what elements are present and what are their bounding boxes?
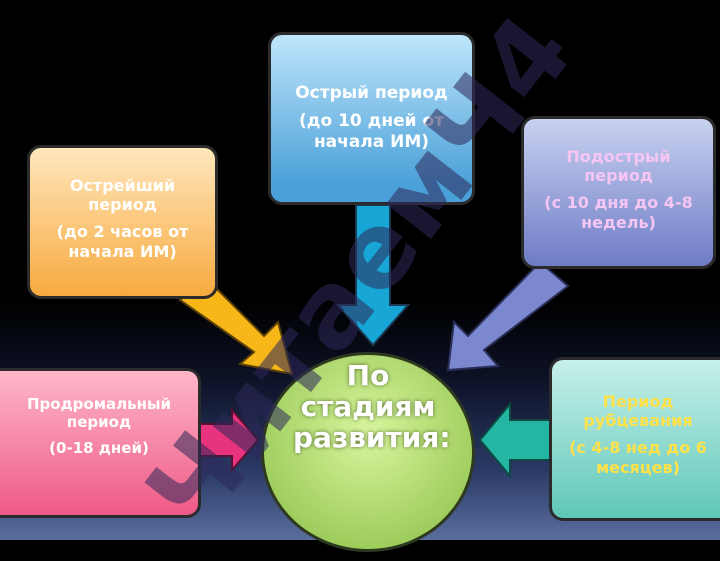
- stage-subacute-box: Подострый период (с 10 дня до 4-8 недель…: [521, 116, 716, 269]
- stage-subacute-subtitle: (с 10 дня до 4-8 недель): [544, 193, 693, 232]
- stage-acute-box: Острый период (до 10 дней от начала ИМ): [268, 32, 475, 205]
- center-circle: По стадиям развития:: [261, 352, 475, 552]
- stage-prodromal-title: Продромальный период: [26, 395, 172, 431]
- center-label: По стадиям развития:: [293, 359, 451, 454]
- stage-acute-subtitle: (до 10 дней от начала ИМ): [298, 111, 445, 152]
- stage-prodromal-box: Продромальный период (0-18 дней): [0, 368, 201, 518]
- stage-peracute-title: Острейший период: [69, 176, 176, 215]
- arrow-prodromal: [197, 407, 260, 473]
- stage-peracute-subtitle: (до 2 часов от начала ИМ): [56, 222, 189, 261]
- stage-peracute-box: Острейший период (до 2 часов от начала И…: [27, 145, 218, 299]
- stage-prodromal-subtitle: (0-18 дней): [49, 439, 149, 457]
- stage-scarring-box: Период рубцевания (с 4-8 нед до 6 месяце…: [549, 357, 720, 521]
- arrow-subacute: [446, 260, 570, 372]
- arrow-acute: [335, 204, 411, 347]
- stage-scarring-subtitle: (с 4-8 нед до 6 месяцев): [569, 438, 707, 477]
- stage-subacute-title: Подострый период: [566, 147, 671, 186]
- stage-scarring-title: Период рубцевания: [583, 392, 693, 431]
- stage-acute-title: Острый период: [295, 83, 448, 103]
- arrow-scarring: [478, 401, 553, 479]
